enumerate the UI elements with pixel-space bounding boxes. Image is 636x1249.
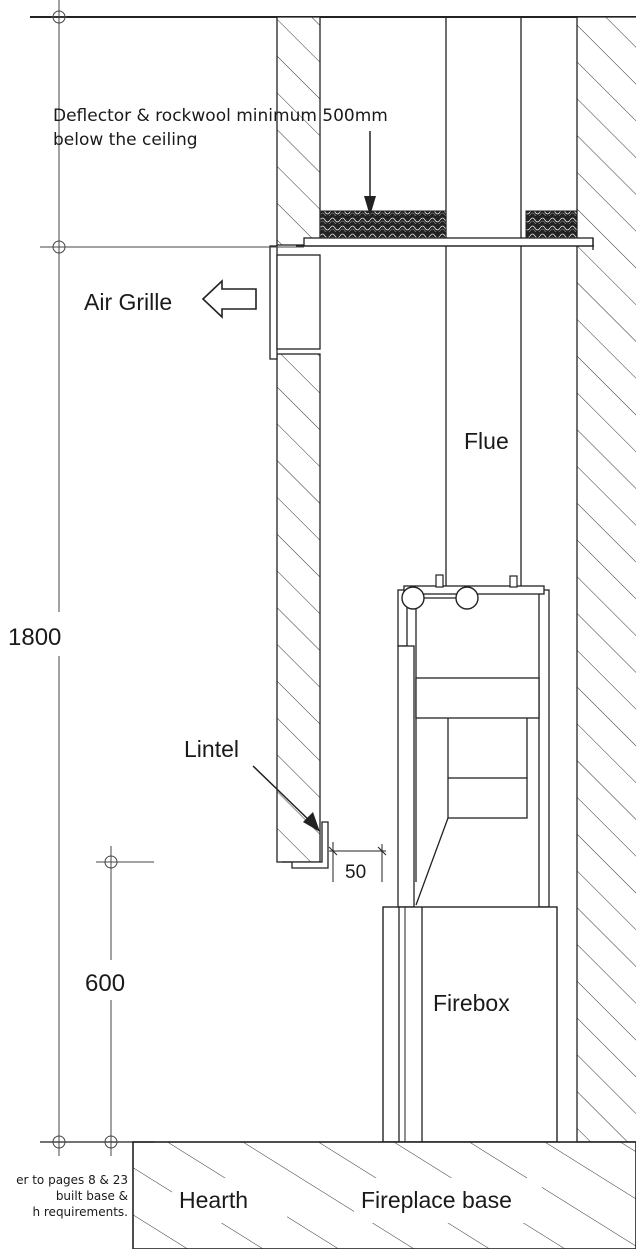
flue-connector-right bbox=[455, 586, 479, 610]
bracket-tab-2 bbox=[509, 575, 518, 588]
upper-wall-left bbox=[276, 16, 321, 246]
dim-1800-label: 1800 bbox=[8, 624, 61, 651]
rockwool-left bbox=[319, 210, 447, 243]
air-grille-label: Air Grille bbox=[84, 289, 172, 315]
rockwool-right bbox=[525, 210, 578, 243]
unit-right-post bbox=[538, 589, 550, 908]
unit-left-post bbox=[397, 645, 415, 908]
footnote-line2: built base & bbox=[56, 1189, 128, 1203]
air-grille-box bbox=[276, 254, 321, 350]
unit-crossbar bbox=[415, 677, 540, 719]
flue-label: Flue bbox=[464, 428, 509, 454]
flue-connector-left bbox=[401, 586, 425, 610]
unit-angled-baffle bbox=[415, 817, 449, 906]
dim-600-label: 600 bbox=[85, 970, 125, 997]
hearth-label-clear bbox=[172, 1178, 287, 1223]
deflector-note-line2: below the ceiling bbox=[53, 130, 198, 150]
deflector-pointer-head bbox=[364, 196, 376, 216]
base-label-clear bbox=[354, 1178, 542, 1223]
air-grille bbox=[269, 245, 278, 360]
fireplace-base-label: Fireplace base bbox=[361, 1187, 512, 1213]
bracket-tab-1 bbox=[435, 574, 444, 588]
hearth-label: Hearth bbox=[179, 1187, 248, 1213]
footnote-line1: er to pages 8 & 23 bbox=[16, 1173, 128, 1187]
deflector-note-line1: Deflector & rockwool minimum 500mm bbox=[53, 106, 388, 126]
lower-wall-left bbox=[276, 353, 321, 863]
unit-baffle bbox=[447, 777, 528, 819]
firebox-label: Firebox bbox=[433, 990, 510, 1016]
firebox-body bbox=[382, 906, 558, 1143]
deflector-plate bbox=[303, 237, 594, 247]
lintel bbox=[282, 821, 329, 869]
lintel-pointer-head bbox=[303, 812, 320, 832]
lintel-pointer-line bbox=[252, 765, 314, 825]
air-grille-arrow bbox=[201, 279, 257, 319]
right-wall bbox=[576, 16, 636, 1143]
dim-50-label: 50 bbox=[345, 862, 366, 883]
lintel-label: Lintel bbox=[184, 736, 239, 762]
footnote-line3: h requirements. bbox=[32, 1205, 128, 1219]
